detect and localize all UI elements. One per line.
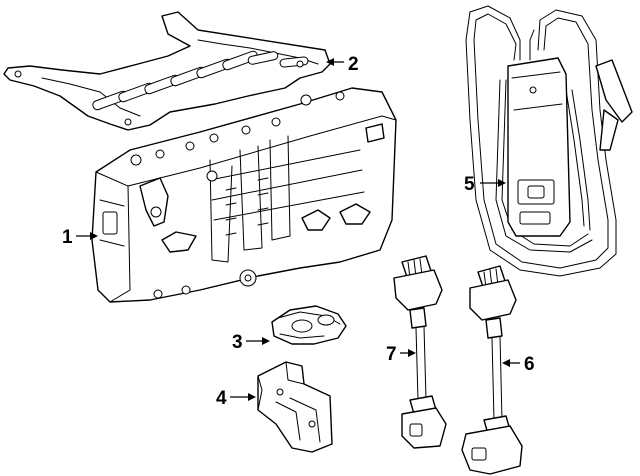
callout-2-arrowhead bbox=[326, 58, 334, 66]
callout-1-label: 1 bbox=[62, 227, 73, 248]
callout-3: 3 bbox=[232, 332, 270, 353]
part-5-charging-cord bbox=[465, 5, 633, 277]
callout-7-arrowhead bbox=[408, 349, 416, 357]
callout-1: 1 bbox=[62, 227, 98, 248]
callout-7-label: 7 bbox=[386, 344, 397, 365]
callout-5: 5 bbox=[464, 174, 506, 195]
callout-2: 2 bbox=[326, 54, 359, 75]
callout-6-label: 6 bbox=[524, 354, 535, 375]
part-2-bracket bbox=[3, 11, 331, 131]
callout-5-arrowhead bbox=[498, 179, 506, 187]
part-6-adapter-cable bbox=[461, 265, 523, 475]
callout-1-arrowhead bbox=[90, 232, 98, 240]
part-3-clip bbox=[271, 305, 347, 345]
callout-4-arrowhead bbox=[248, 393, 256, 401]
callout-4: 4 bbox=[216, 388, 256, 409]
callout-6-arrowhead bbox=[502, 359, 510, 367]
callout-3-label: 3 bbox=[232, 332, 243, 353]
callout-5-label: 5 bbox=[464, 174, 475, 195]
callout-4-label: 4 bbox=[216, 388, 227, 409]
callout-7: 7 bbox=[386, 344, 416, 365]
callout-6: 6 bbox=[502, 354, 535, 375]
part-7-adapter-cable bbox=[393, 255, 447, 449]
callout-2-label: 2 bbox=[348, 54, 359, 75]
part-1-module bbox=[91, 87, 397, 303]
callout-3-arrowhead bbox=[262, 337, 270, 345]
part-4-bracket bbox=[257, 361, 333, 453]
